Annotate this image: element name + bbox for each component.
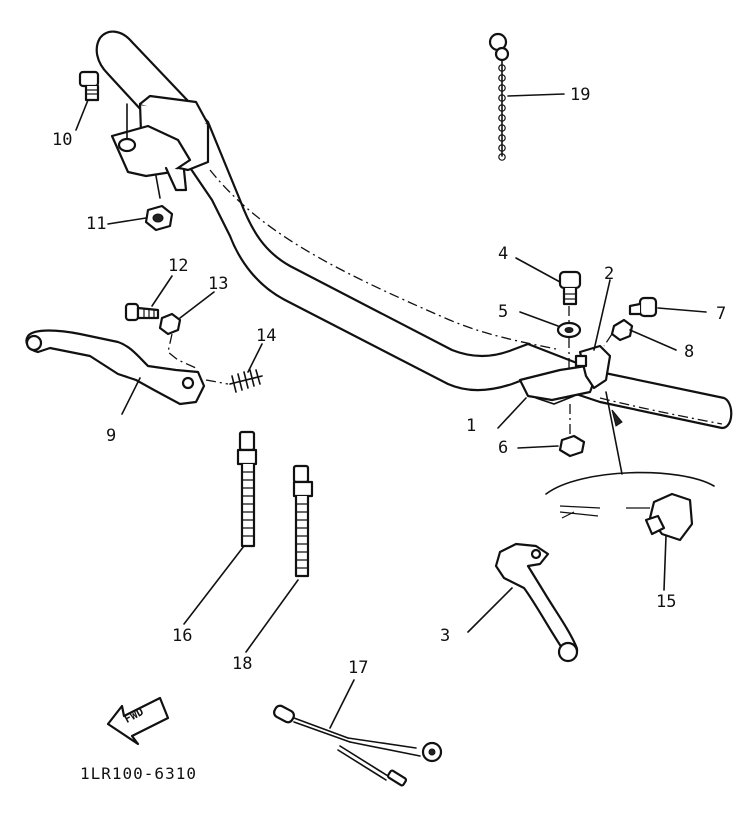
drawing-code: 1LR100-6310 xyxy=(80,764,197,783)
washer-5 xyxy=(556,321,582,339)
cable-tie-16 xyxy=(236,430,258,548)
master-cylinder xyxy=(110,94,210,199)
bolt-4 xyxy=(558,270,582,306)
callout-11: 11 xyxy=(86,214,107,234)
lever-9 xyxy=(25,329,206,406)
callout-3: 3 xyxy=(440,626,451,646)
wire-lead-17 xyxy=(273,704,443,787)
bolt-10 xyxy=(78,70,100,102)
spring-14 xyxy=(229,369,263,393)
callout-19: 19 xyxy=(570,85,591,105)
callout-6: 6 xyxy=(498,438,509,458)
callout-14: 14 xyxy=(256,326,277,346)
callout-17: 17 xyxy=(348,658,369,678)
callout-13: 13 xyxy=(208,274,229,294)
callout-10: 10 xyxy=(52,130,73,150)
callout-8: 8 xyxy=(684,342,695,362)
callout-7: 7 xyxy=(716,304,727,324)
cable-tie-18 xyxy=(292,464,314,578)
bolt-12 xyxy=(124,302,160,322)
callout-4: 4 xyxy=(498,244,509,264)
callout-2: 2 xyxy=(604,264,615,284)
lever-holder-1 xyxy=(518,344,612,405)
nut-8 xyxy=(610,318,634,342)
arrow-to-inset xyxy=(605,391,623,475)
callout-9: 9 xyxy=(106,426,117,446)
lever-3 xyxy=(494,542,579,663)
switch-inset xyxy=(545,471,715,542)
callout-15: 15 xyxy=(656,592,677,612)
leader-lines xyxy=(75,93,707,729)
handlebar xyxy=(95,30,733,430)
fwd-arrow xyxy=(106,696,170,746)
callout-12: 12 xyxy=(168,256,189,276)
callout-18: 18 xyxy=(232,654,253,674)
callout-5: 5 xyxy=(498,302,509,322)
bolt-7 xyxy=(628,296,658,318)
nut-11 xyxy=(144,204,174,232)
nut-6 xyxy=(558,434,586,458)
nut-13 xyxy=(158,312,182,336)
chain-19 xyxy=(488,32,510,161)
callout-16: 16 xyxy=(172,626,193,646)
callout-1: 1 xyxy=(466,416,477,436)
